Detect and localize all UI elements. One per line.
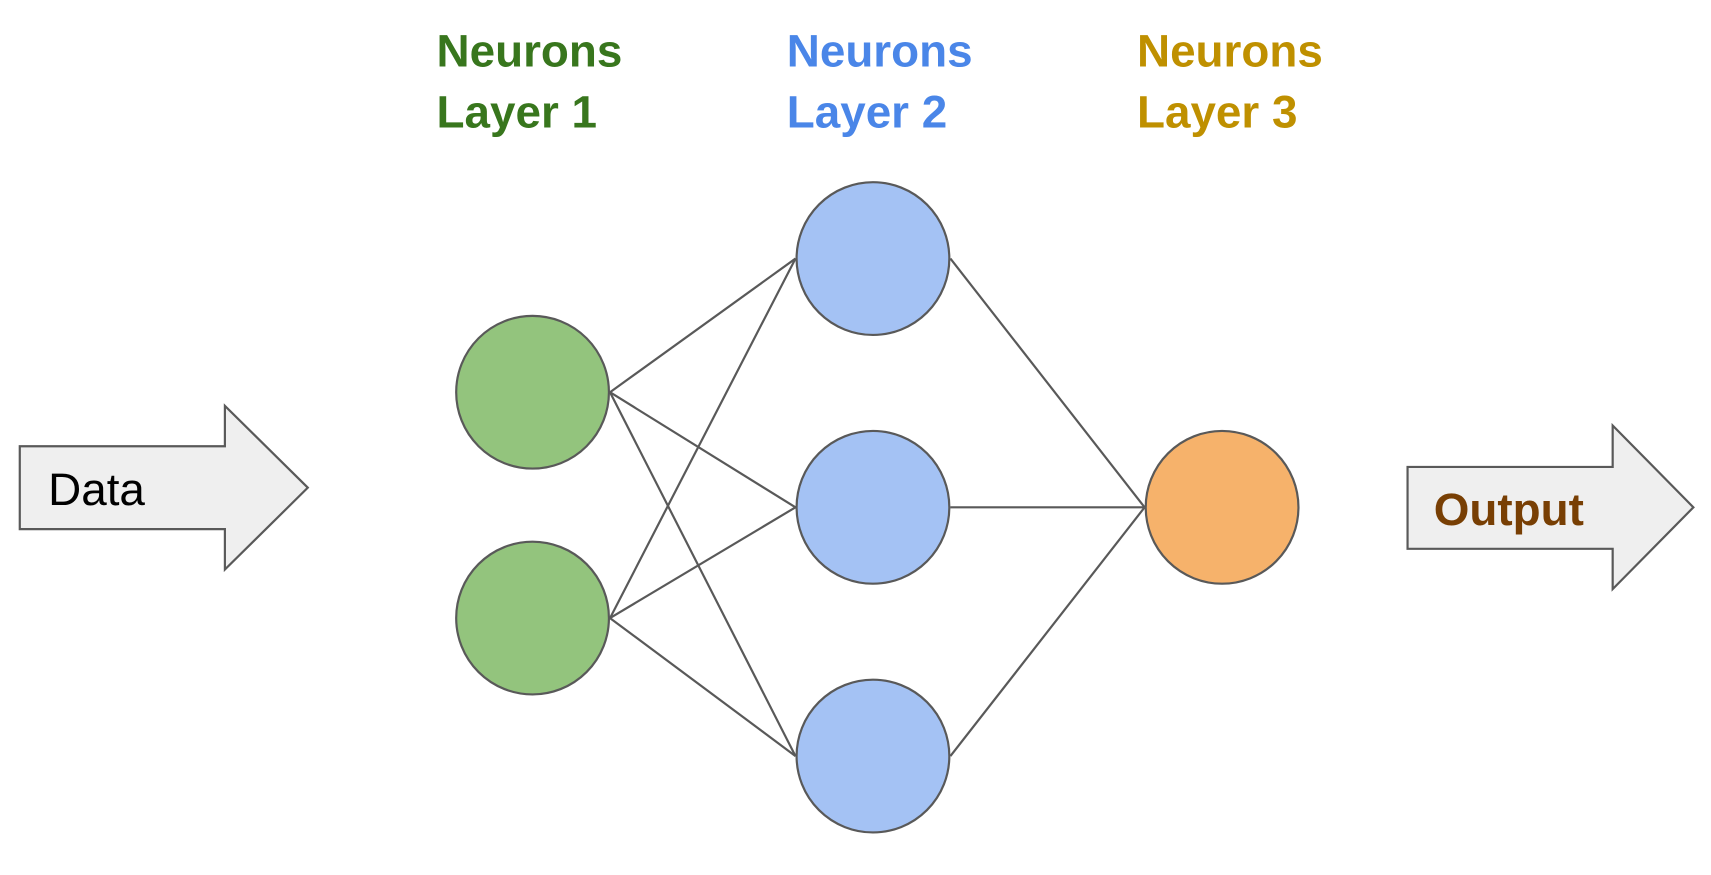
- neuron-layer-3-1: [1144, 429, 1300, 585]
- connection-l2n3-l3n1: [949, 506, 1146, 757]
- layer-3-title-line2: Layer 3: [1137, 87, 1297, 138]
- data-arrow: Data: [18, 403, 310, 573]
- connection-l1n1-l2n2: [609, 391, 797, 509]
- neuron-layer-2-2: [795, 429, 951, 585]
- connection-l1n1-l2n1: [609, 257, 797, 394]
- neuron-layer-1-1: [455, 314, 611, 470]
- layer-3-title: Neurons Layer 3: [1137, 26, 1323, 138]
- neuron-layer-2-1: [795, 181, 951, 337]
- layer-2-title-line2: Layer 2: [787, 87, 947, 138]
- layer-1-title: Neurons Layer 1: [437, 26, 623, 138]
- data-arrow-label: Data: [48, 464, 145, 515]
- neuron-layer-1-2: [455, 540, 611, 696]
- layer-2-title-line1: Neurons: [787, 26, 973, 77]
- connection-l1n1-l2n3: [609, 391, 797, 757]
- data-arrow-shape: [18, 403, 310, 573]
- connection-l2n1-l3n1: [949, 257, 1146, 508]
- neuron-layer-2-3: [795, 678, 951, 834]
- connection-l1n2-l2n2: [609, 506, 797, 620]
- layer-2-title: Neurons Layer 2: [787, 26, 973, 138]
- layer-1-title-line2: Layer 1: [437, 87, 597, 138]
- connection-l1n2-l2n1: [609, 258, 797, 619]
- output-arrow-label: Output: [1434, 484, 1584, 535]
- connections: [609, 257, 1146, 757]
- output-arrow-shape: [1406, 422, 1695, 592]
- output-arrow: Output: [1406, 422, 1695, 592]
- neurons: [455, 181, 1300, 834]
- layer-3-title-line1: Neurons: [1137, 26, 1323, 77]
- connection-l1n2-l2n3: [609, 617, 797, 757]
- layer-1-title-line1: Neurons: [437, 26, 623, 77]
